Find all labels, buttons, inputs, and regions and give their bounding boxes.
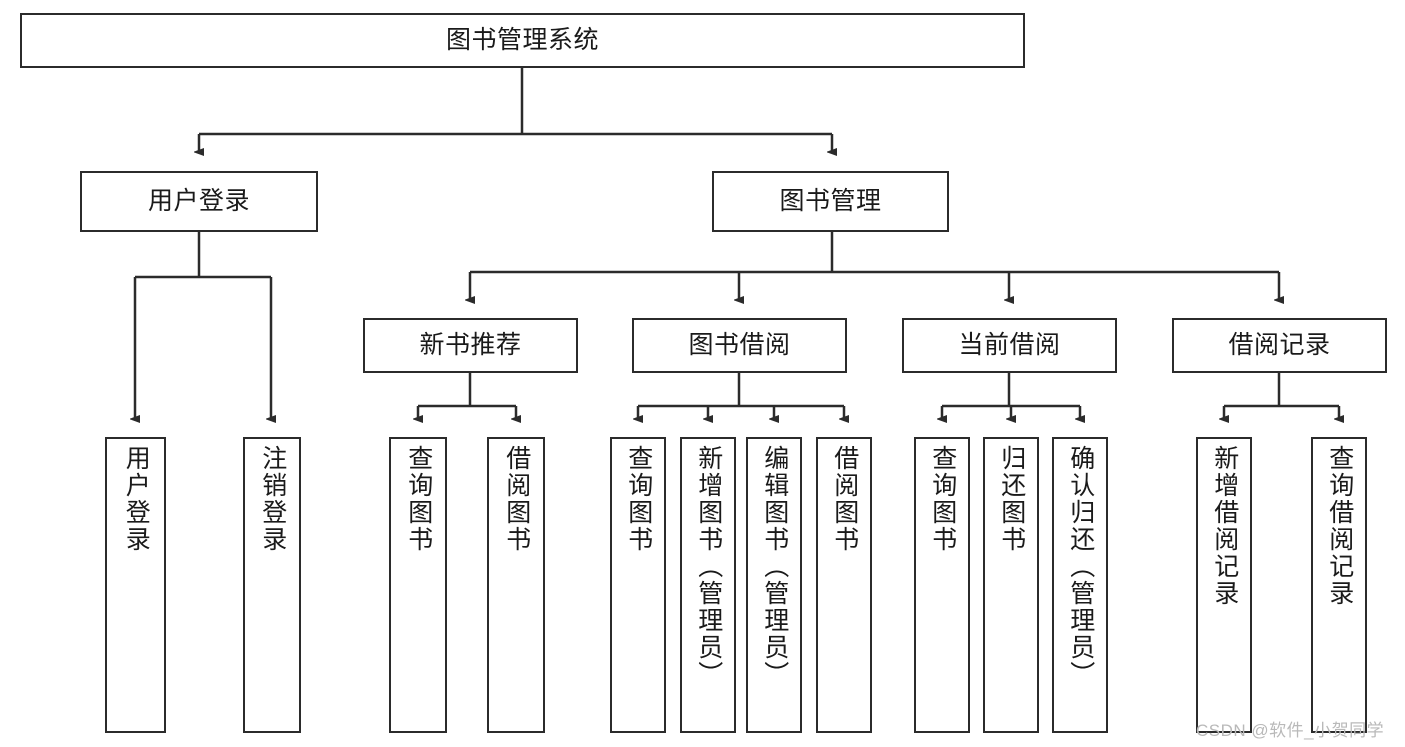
- node-root[interactable]: 图书管理系统: [20, 13, 1025, 68]
- node-leaf-add-book-admin[interactable]: 新增图书（管理员）: [680, 437, 736, 733]
- node-book-borrow-label: 图书借阅: [688, 330, 791, 359]
- node-leaf-borrow-book-label: 借阅图书: [830, 445, 859, 553]
- node-root-label: 图书管理系统: [445, 25, 599, 54]
- node-current-borrow[interactable]: 当前借阅: [902, 318, 1117, 373]
- node-leaf-return-book-label: 归还图书: [997, 445, 1026, 553]
- csdn-watermark-text: CSDN @软件_小贺同学: [1196, 721, 1385, 740]
- node-leaf-add-book-admin-label: 新增图书（管理员）: [694, 445, 723, 688]
- node-user-login-label: 用户登录: [147, 186, 250, 215]
- node-leaf-return-book[interactable]: 归还图书: [983, 437, 1039, 733]
- node-leaf-logout-login[interactable]: 注销登录: [243, 437, 301, 733]
- node-leaf-query-book-borrow[interactable]: 查询图书: [610, 437, 666, 733]
- node-borrow-record-label: 借阅记录: [1228, 330, 1331, 359]
- node-leaf-query-book-borrow-label: 查询图书: [624, 445, 653, 553]
- node-leaf-query-book-recommend-label: 查询图书: [404, 445, 433, 553]
- node-leaf-logout-login-label: 注销登录: [258, 445, 287, 553]
- node-leaf-confirm-return-admin[interactable]: 确认归还（管理员）: [1052, 437, 1108, 733]
- node-borrow-record[interactable]: 借阅记录: [1172, 318, 1387, 373]
- node-new-book-recommend-label: 新书推荐: [419, 330, 522, 359]
- node-leaf-query-book-current-label: 查询图书: [928, 445, 957, 553]
- node-leaf-borrow-book-recommend[interactable]: 借阅图书: [487, 437, 545, 733]
- node-book-manage-label: 图书管理: [779, 186, 882, 215]
- node-leaf-user-login[interactable]: 用户登录: [105, 437, 166, 733]
- node-leaf-add-borrow-record-label: 新增借阅记录: [1210, 445, 1239, 607]
- node-leaf-edit-book-admin-label: 编辑图书（管理员）: [760, 445, 789, 688]
- node-leaf-query-borrow-record-label: 查询借阅记录: [1325, 445, 1354, 607]
- node-leaf-query-borrow-record[interactable]: 查询借阅记录: [1311, 437, 1367, 733]
- node-leaf-add-borrow-record[interactable]: 新增借阅记录: [1196, 437, 1252, 733]
- node-current-borrow-label: 当前借阅: [958, 330, 1061, 359]
- node-leaf-user-login-label: 用户登录: [122, 445, 151, 553]
- node-user-login[interactable]: 用户登录: [80, 171, 318, 232]
- node-leaf-query-book-recommend[interactable]: 查询图书: [389, 437, 447, 733]
- node-leaf-confirm-return-admin-label: 确认归还（管理员）: [1066, 445, 1095, 688]
- node-leaf-query-book-current[interactable]: 查询图书: [914, 437, 970, 733]
- node-new-book-recommend[interactable]: 新书推荐: [363, 318, 578, 373]
- node-leaf-borrow-book-recommend-label: 借阅图书: [502, 445, 531, 553]
- node-book-manage[interactable]: 图书管理: [712, 171, 949, 232]
- node-leaf-edit-book-admin[interactable]: 编辑图书（管理员）: [746, 437, 802, 733]
- node-book-borrow[interactable]: 图书借阅: [632, 318, 847, 373]
- node-leaf-borrow-book[interactable]: 借阅图书: [816, 437, 872, 733]
- csdn-watermark: CSDN @软件_小贺同学: [1196, 716, 1384, 741]
